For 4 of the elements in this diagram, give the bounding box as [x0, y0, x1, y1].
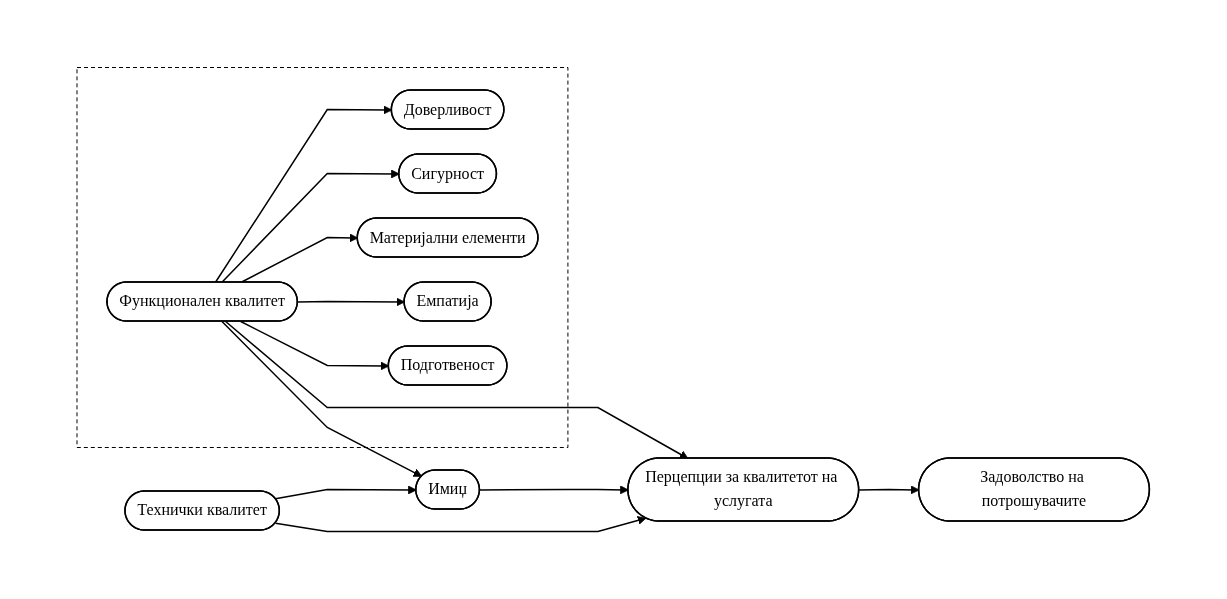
- arrow: [275, 516, 647, 533]
- arrow: [225, 320, 689, 459]
- cluster: [76, 67, 569, 448]
- arrow: [221, 320, 423, 477]
